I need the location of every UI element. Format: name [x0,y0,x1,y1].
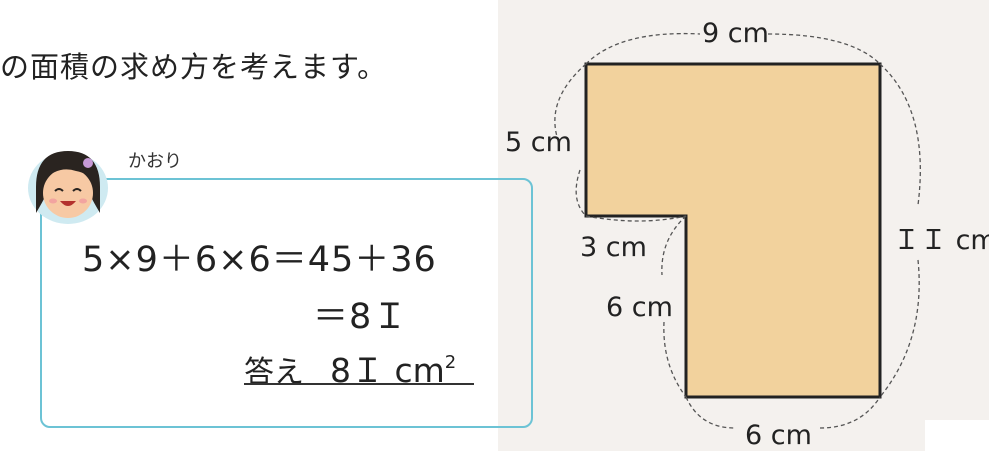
dim-arc-right [879,63,921,398]
dim-arc-left-lower [661,215,687,398]
dim-arc-top [585,32,881,65]
character-name: かおり [128,151,182,172]
answer-exponent: 2 [444,352,457,373]
page-edge [925,420,989,451]
answer-underline [244,383,474,385]
dim-arc-left-upper [554,63,587,217]
dim-label-left-upper: 5 cm [505,127,572,158]
dim-label-left-lower: 6 cm [606,292,673,323]
dim-label-top: 9 cm [702,18,769,49]
dim-arc-notch [585,215,687,222]
dim-label-right: ＩＩ cm [893,225,989,256]
dim-label-bottom: 6 cm [745,420,812,451]
girl-avatar-icon [28,151,108,224]
dim-label-notch: 3 cm [580,232,647,263]
l-shape [584,62,882,399]
solution-card [40,178,533,428]
equation-line-2: ＝8Ｉ [313,297,409,337]
equation-line-1: 5×9＋6×6＝45＋36 [82,240,437,280]
dim-arc-bottom [685,396,881,429]
problem-heading: の面積の求め方を考えます。 [0,50,388,84]
